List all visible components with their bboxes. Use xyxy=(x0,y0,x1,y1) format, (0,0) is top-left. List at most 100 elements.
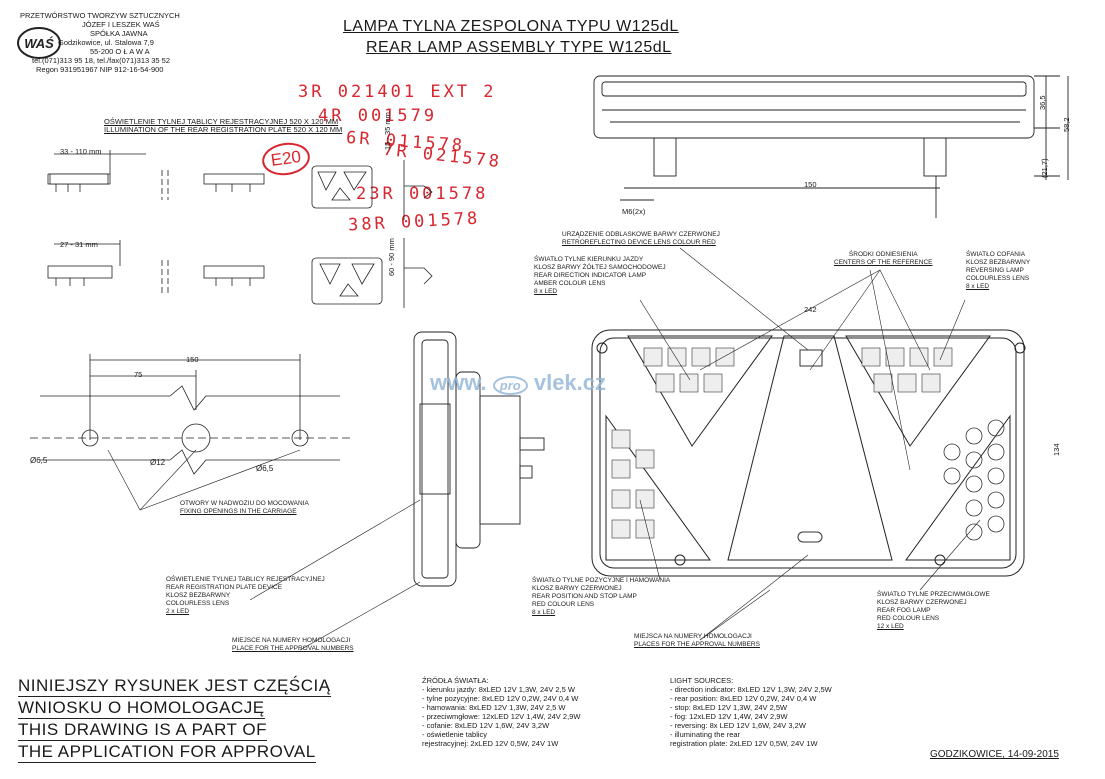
label-direction-1: ŚWIATŁO TYLNE KIERUNKU JAZDY xyxy=(534,256,644,263)
light-sources-pl: ŹRÓDŁA ŚWIATŁA: - kierunku jazdy: 8xLED … xyxy=(422,676,580,748)
label-fixing-pl: OTWORY W NADWOZIU DO MOCOWANIA xyxy=(180,500,309,507)
label-plate-device-5: 2 x LED xyxy=(166,608,190,615)
label-fixing: OTWORY W NADWOZIU DO MOCOWANIA FIXING OP… xyxy=(180,500,309,516)
light-sources-en: LIGHT SOURCES: - direction indicator: 8x… xyxy=(670,676,832,748)
label-position-stop-1: ŚWIATŁO TYLNE POZYCYJNE I HAMOWANIA xyxy=(532,577,671,584)
label-fog: ŚWIATŁO TYLNE PRZECIWMGŁOWE KLOSZ BARWY … xyxy=(877,591,990,631)
label-position-stop-5: 8 x LED xyxy=(532,609,556,616)
stamp-5: 23R 001578 xyxy=(356,184,489,204)
watermark-mid: pro xyxy=(492,376,528,395)
plate-lamp-sketches xyxy=(47,150,433,308)
fixing-holes-drawing xyxy=(30,354,350,475)
dim-150-holes: 150 xyxy=(186,355,199,364)
label-plate-device: OŚWIETLENIE TYLNEJ TABLICY REJESTRACYJNE… xyxy=(166,576,325,616)
sources-en-line-3: - stop: 8xLED 12V 1,3W, 24V 2,5W xyxy=(670,703,788,712)
title-pl: LAMPA TYLNA ZESPOLONA TYPU W125dL xyxy=(343,18,679,35)
label-fog-5: 12 x LED xyxy=(877,623,904,630)
sources-pl-heading: ŹRÓDŁA ŚWIATŁA: xyxy=(422,676,489,685)
lamp-top-view xyxy=(593,75,1069,218)
dim-242: 242 xyxy=(804,305,817,314)
sources-pl-line-4: - przeciwmgłowe: 12xLED 12V 1,4W, 24V 2,… xyxy=(422,712,581,721)
watermark-pre: www. xyxy=(430,370,487,395)
label-fixing-en: FIXING OPENINGS IN THE CARRIAGE xyxy=(180,508,297,515)
dim-phi6-5-left: Ø6,5 xyxy=(30,456,48,465)
sources-pl-line-7: rejestracyjnej: 2xLED 12V 0,5W, 24V 1W xyxy=(422,739,559,748)
company-street: Godzikowice, ul. Stalowa 7,9 xyxy=(58,38,154,47)
label-retro-en: RETROREFLECTING DEVICE LENS COLOUR RED xyxy=(562,239,716,246)
sources-pl-line-6: - oświetlenie tablicy xyxy=(422,730,488,739)
place-date: GODZIKOWICE, 14-09-2015 xyxy=(930,749,1059,760)
statement-line-3: THIS DRAWING IS A PART OF xyxy=(18,720,267,741)
label-reversing-5: 8 x LED xyxy=(966,283,990,290)
company-logo: WAŚ xyxy=(16,26,62,60)
label-plate-device-4: COLOURLESS LENS xyxy=(166,600,230,607)
label-approval-places-pl: MIEJSCA NA NUMERY HOMOLOGACJI xyxy=(634,633,752,640)
watermark-post: vlek.cz xyxy=(533,370,607,395)
company-name: PRZETWÓRSTWO TWORZYW SZTUCZNYCH xyxy=(20,11,180,20)
label-position-stop-4: RED COLOUR LENS xyxy=(532,601,595,608)
dim-150-top: 150 xyxy=(804,180,817,189)
label-reversing-2: KLOSZ BEZBARWNY xyxy=(966,259,1031,266)
label-position-stop-3: REAR POSITION AND STOP LAMP xyxy=(532,593,637,600)
label-approval-places-en: PLACES FOR THE APPROVAL NUMBERS xyxy=(634,641,760,648)
sources-pl-line-2: - tylne pozycyjne: 8xLED 12V 0,2W, 24V 0… xyxy=(422,694,579,703)
approval-statement: NINIEJSZY RYSUNEK JEST CZĘŚCIĄ WNIOSKU O… xyxy=(18,675,331,763)
label-retro-pl: URZĄDZENIE ODBLASKOWE BARWY CZERWONEJ xyxy=(562,231,720,238)
label-centers: ŚRODKI ODNIESIENIA CENTERS OF THE REFERE… xyxy=(834,251,932,267)
dim-phi6-5-right: Ø6,5 xyxy=(256,464,274,473)
dim-phi12: Ø12 xyxy=(150,458,166,467)
sources-en-heading: LIGHT SOURCES: xyxy=(670,676,734,685)
label-position-stop: ŚWIATŁO TYLNE POZYCYJNE I HAMOWANIA KLOS… xyxy=(532,577,670,617)
label-reversing: ŚWIATŁO COFANIA KLOSZ BEZBARWNY REVERSIN… xyxy=(966,251,1030,291)
svg-text:WAŚ: WAŚ xyxy=(24,36,54,51)
label-approval-place-en: PLACE FOR THE APPROVAL NUMBERS xyxy=(232,645,354,652)
label-plate-device-1: OŚWIETLENIE TYLNEJ TABLICY REJESTRACYJNE… xyxy=(166,576,325,583)
lamp-front-view xyxy=(591,329,1026,577)
label-fog-2: KLOSZ BARWY CZERWONEJ xyxy=(877,599,967,606)
label-retro: URZĄDZENIE ODBLASKOWE BARWY CZERWONEJ RE… xyxy=(562,231,720,247)
label-fog-3: REAR FOG LAMP xyxy=(877,607,931,614)
company-type: SPÓŁKA JAWNA xyxy=(90,29,148,38)
label-reversing-4: COLOURLESS LENS xyxy=(966,275,1030,282)
label-position-stop-2: KLOSZ BARWY CZERWONEJ xyxy=(532,585,622,592)
statement-line-1: NINIEJSZY RYSUNEK JEST CZĘŚCIĄ xyxy=(18,676,331,697)
label-plate-device-2: REAR REGISTRATION PLATE DEVICE xyxy=(166,584,283,591)
sources-pl-line-5: - cofanie: 8xLED 12V 1,6W, 24V 3,2W xyxy=(422,721,550,730)
label-centers-pl: ŚRODKI ODNIESIENIA xyxy=(848,251,918,258)
stamp-1: 3R 021401 EXT 2 xyxy=(298,82,497,102)
sources-en-line-1: - direction indicator: 8xLED 12V 1,3W, 2… xyxy=(670,685,832,694)
label-approval-place-pl: MIEJSCE NA NUMERY HOMOLOGACJI xyxy=(232,637,351,644)
label-direction-4: AMBER COLOUR LENS xyxy=(534,280,606,287)
company-block: PRZETWÓRSTWO TWORZYW SZTUCZNYCH JÓZEF I … xyxy=(20,11,220,74)
title-en: REAR LAMP ASSEMBLY TYPE W125dL xyxy=(366,39,672,56)
sources-en-line-4: - fog: 12xLED 12V 1,4W, 24V 2,9W xyxy=(670,712,788,721)
label-direction: ŚWIATŁO TYLNE KIERUNKU JAZDY KLOSZ BARWY… xyxy=(534,256,666,296)
sources-en-line-5: - reversing: 8x LED 12V 1,6W, 24V 3,2W xyxy=(670,721,806,730)
sources-en-line-7: registration plate: 2xLED 12V 0,5W, 24V … xyxy=(670,739,818,748)
statement-line-4: THE APPLICATION FOR APPROVAL xyxy=(18,742,316,763)
stamp-2: 4R 001579 xyxy=(318,106,438,126)
label-reversing-3: REVERSING LAMP xyxy=(966,267,1024,274)
label-direction-3: REAR DIRECTION INDICATOR LAMP xyxy=(534,272,647,279)
lamp-side-profile xyxy=(413,331,545,587)
label-centers-en: CENTERS OF THE REFERENCE xyxy=(834,259,933,266)
company-regon: Regon 931951967 NIP 912-16-54-900 xyxy=(36,65,164,74)
dim-33-110: 33 - 110 mm xyxy=(60,147,102,156)
company-phone: tel.(071)313 95 18, tel./fax(071)313 35 … xyxy=(32,56,171,65)
plate-label-pl: OŚWIETLENIE TYLNEJ TABLICY REJESTRACYJNE… xyxy=(104,117,339,126)
label-plate-device-3: KLOSZ BEZBARWNY xyxy=(166,592,231,599)
plate-label-en: ILLUMINATION OF THE REAR REGISTRATION PL… xyxy=(104,125,343,134)
label-direction-5: 8 x LED xyxy=(534,288,558,295)
watermark: www. pro vlek.cz xyxy=(430,370,606,396)
label-direction-2: KLOSZ BARWY ŻÓŁTEJ SAMOCHODOWEJ xyxy=(534,264,666,271)
dim-m6: M6(2x) xyxy=(622,207,646,216)
label-fog-4: RED COLOUR LENS xyxy=(877,615,940,622)
dim-75: 75 xyxy=(134,370,143,379)
label-approval-places: MIEJSCA NA NUMERY HOMOLOGACJI PLACES FOR… xyxy=(634,633,760,649)
sources-pl-line-1: - kierunku jazdy: 8xLED 12V 1,3W, 24V 2,… xyxy=(422,685,575,694)
company-owners: JÓZEF I LESZEK WAŚ xyxy=(82,20,160,29)
sources-en-line-2: - rear position: 8xLED 12V 0,2W, 24V 0,4… xyxy=(670,694,817,703)
dim-27-31: 27 - 31 mm xyxy=(60,240,98,249)
label-approval-place: MIEJSCE NA NUMERY HOMOLOGACJI PLACE FOR … xyxy=(232,637,354,653)
